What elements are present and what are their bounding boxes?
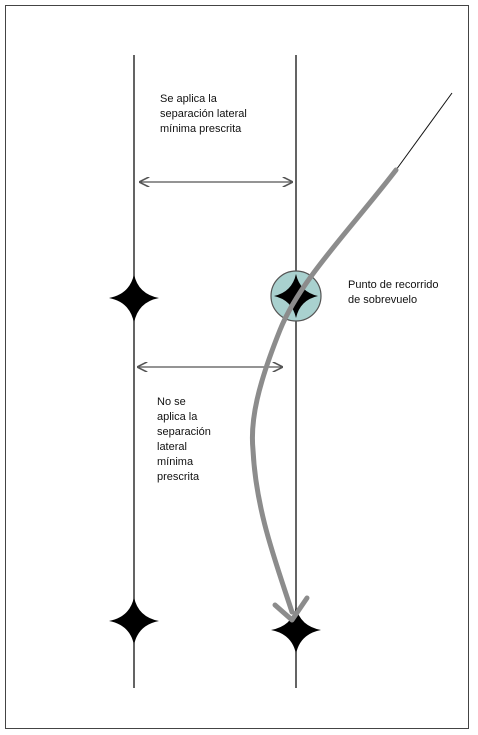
waypoint-left-middle-icon xyxy=(109,274,159,323)
lateral-separation-not-applies-label: No se aplica la separación lateral mínim… xyxy=(157,396,211,483)
flight-path-arrowhead-icon xyxy=(272,595,310,623)
waypoint-left-bottom-icon xyxy=(109,597,159,645)
waypoint-right-bottom-icon xyxy=(271,607,321,654)
flyover-flight-path xyxy=(249,167,399,615)
incoming-track-line xyxy=(395,92,453,171)
lateral-separation-applies-label: Se aplica la separación lateral mínima p… xyxy=(160,93,247,135)
flyover-waypoint-label: Punto de recorrido de sobrevuelo xyxy=(348,279,439,306)
